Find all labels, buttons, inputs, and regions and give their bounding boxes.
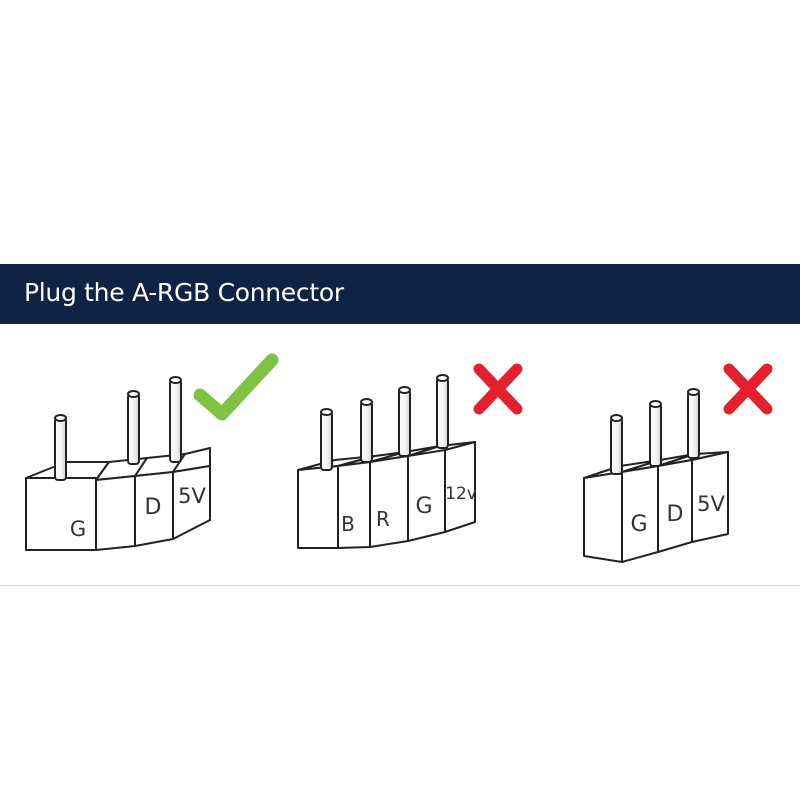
title-banner: Plug the A-RGB Connector [0,264,800,324]
connector-2-label-3: G [415,494,432,519]
connector-1-label-3: D [145,495,162,520]
connector-2-label-1: B [341,512,355,536]
connector-2-pin-3 [398,386,411,457]
connector-2-slot-1 [297,465,339,549]
connector-3-pin-1 [610,414,623,475]
connector-2-pin-1 [320,408,333,471]
connector-1-slot-1 [25,477,97,551]
diagram-panel [0,324,800,586]
connector-2-label-4: 12v [445,484,477,504]
connector-1-pin-3 [127,390,140,465]
connector-1-pin-4 [169,376,182,463]
connector-3-pin-3 [687,388,700,459]
cross-icon [473,363,523,415]
connector-1-pin-1 [54,414,67,481]
connector-3-slot-1 [583,471,623,563]
connector-2-label-2: R [376,507,390,531]
cross-icon [723,363,773,415]
connector-1 [25,376,211,551]
connector-3-pin-2 [649,400,662,467]
connector-1-label-1: G [70,517,86,541]
check-icon [193,353,279,421]
connector-3-label-2: D [667,502,684,527]
connector-1-slot-2 [95,475,136,551]
connector-2-pin-4 [436,374,449,449]
connector-2 [297,374,476,549]
connector-3-label-1: G [630,512,647,537]
connector-3-label-3: 5V [697,492,725,516]
connector-1-label-4: 5V [178,484,206,508]
connector-2-slot-3 [369,455,409,548]
page-title: Plug the A-RGB Connector [24,278,344,307]
connector-2-pin-2 [360,398,373,463]
connector-3 [583,388,729,563]
connector-1-slot-4 [172,465,211,540]
